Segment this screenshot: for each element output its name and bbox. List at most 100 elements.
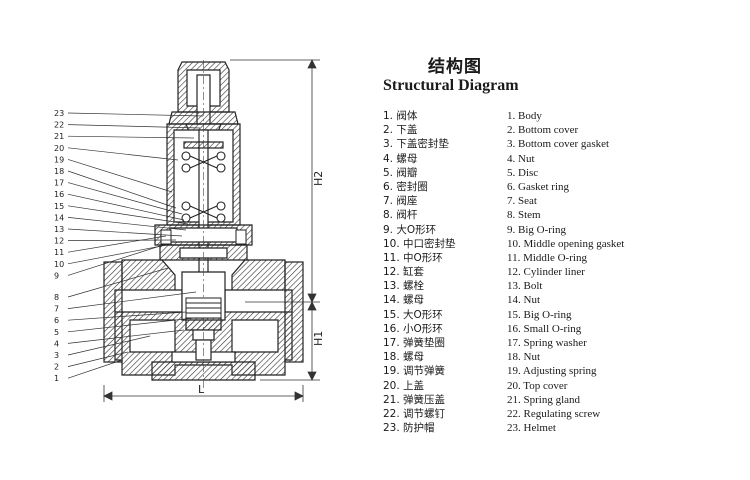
callout-number: 4 <box>54 339 59 348</box>
callout-number: 8 <box>54 293 59 302</box>
callout-number: 9 <box>54 271 59 280</box>
adjusting-spring <box>181 151 226 223</box>
part-item: 17. Spring washer <box>507 337 587 349</box>
part-item: 20. 上盖 <box>383 379 425 392</box>
callout-number: 15 <box>54 202 64 211</box>
part-item: 19. Adjusting spring <box>507 365 597 378</box>
callout-leader-line <box>67 217 187 231</box>
part-item: 9. 大O形环 <box>383 223 437 236</box>
callout-number: 23 <box>54 109 64 118</box>
part-item: 17. 弹簧垫圈 <box>383 337 446 349</box>
part-item: 11. 中O形环 <box>383 251 443 264</box>
callout-number: 1 <box>54 374 59 383</box>
callout-number: 13 <box>54 225 64 234</box>
callout-leader-line <box>67 205 189 225</box>
callout-number: 20 <box>54 144 64 153</box>
callout-number: 18 <box>54 167 64 176</box>
part-item: 16. Small O-ring <box>507 322 582 335</box>
title-english: Structural Diagram <box>383 77 519 94</box>
callout-number: 22 <box>54 121 64 130</box>
callout-number: 6 <box>54 316 59 325</box>
callout-leader-line <box>67 170 177 209</box>
valve-body <box>103 60 304 388</box>
callout-leader-line <box>67 311 187 321</box>
part-item: 12. Cylinder liner <box>507 266 585 279</box>
callout-leader-line <box>67 243 173 265</box>
callout-leader-line <box>67 159 173 193</box>
callout-leader-line <box>67 182 183 215</box>
callout-number: 5 <box>54 328 59 337</box>
part-item: 3. 下盖密封垫 <box>383 138 449 151</box>
part-item: 22. Regulating screw <box>507 407 601 420</box>
callout-number: 11 <box>54 248 64 257</box>
part-item: 13. 螺栓 <box>383 280 425 293</box>
part-item: 8. Stem <box>507 209 541 222</box>
part-item: 9. Big O-ring <box>507 223 566 236</box>
part-item: 2. Bottom cover <box>507 124 579 137</box>
part-item: 20. Top cover <box>507 379 568 392</box>
middle-spring-coils <box>160 229 247 319</box>
part-item: 5. 阀瓣 <box>383 166 418 179</box>
part-item: 21. Spring gland <box>507 393 581 406</box>
callout-number: 2 <box>54 363 59 372</box>
callout-leader-line <box>67 267 169 298</box>
callout-leader-line <box>67 245 161 276</box>
part-item: 23. Helmet <box>507 422 556 435</box>
callout-number: 7 <box>54 305 59 314</box>
part-item: 19. 调节弹簧 <box>383 365 446 378</box>
callout-number: 10 <box>54 260 64 269</box>
callout-leader-line <box>67 351 129 367</box>
callout-leader-line <box>67 317 195 333</box>
part-item: 14. 螺母 <box>383 294 425 307</box>
part-item: 23. 防护帽 <box>383 422 435 435</box>
part-item: 15. 大O形环 <box>383 308 443 321</box>
callout-number: 19 <box>54 155 64 164</box>
part-item: 8. 阀杆 <box>383 209 418 222</box>
title-chinese: 结构图 <box>428 57 482 77</box>
callout-leader-line <box>67 124 201 129</box>
callout-leader-line <box>67 193 185 221</box>
part-item: 7. Seat <box>507 195 537 208</box>
part-item: 1. Body <box>507 110 542 122</box>
callout-leader-line <box>67 291 197 309</box>
part-item: 6. Gasket ring <box>507 180 570 193</box>
dimension-lines <box>103 59 320 402</box>
callout-leader-line <box>67 329 185 344</box>
callout-leader-line <box>67 359 123 379</box>
callout-number: 17 <box>54 179 64 188</box>
part-item: 18. 螺母 <box>383 351 425 364</box>
callout-number: 14 <box>54 213 64 222</box>
part-item: 11. Middle O-ring <box>507 251 587 264</box>
part-item: 15. Big O-ring <box>507 308 572 321</box>
callout-leader-line <box>67 335 151 356</box>
part-item: 4. Nut <box>507 152 535 165</box>
part-item: 14. Nut <box>507 294 540 307</box>
callout-leader-line <box>67 235 167 253</box>
part-item: 4. 螺母 <box>383 152 418 165</box>
callout-leader-line <box>67 135 195 139</box>
part-item: 2. 下盖 <box>383 124 418 137</box>
part-item: 21. 弹簧压盖 <box>383 393 446 406</box>
part-item: 12. 缸套 <box>383 266 425 279</box>
callout-leader-line <box>67 147 179 161</box>
part-item: 10. 中口密封垫 <box>383 237 456 250</box>
part-item: 18. Nut <box>507 351 540 364</box>
callout-leader-line <box>67 239 177 241</box>
part-item: 1. 阀体 <box>383 110 418 122</box>
callout-number: 3 <box>54 351 59 360</box>
callout-number: 12 <box>54 237 64 246</box>
part-item: 22. 调节螺钉 <box>383 407 446 420</box>
part-item: 10. Middle opening gasket <box>507 237 625 250</box>
dimension-l-label: L <box>198 383 205 396</box>
part-item: 13. Bolt <box>507 280 543 293</box>
part-item: 3. Bottom cover gasket <box>507 138 610 151</box>
part-item: 5. Disc <box>507 166 539 179</box>
part-item: 16. 小O形环 <box>383 322 443 335</box>
callout-number: 21 <box>54 132 64 141</box>
part-item: 6. 密封圈 <box>383 180 428 193</box>
callout-leader-line <box>67 228 183 237</box>
